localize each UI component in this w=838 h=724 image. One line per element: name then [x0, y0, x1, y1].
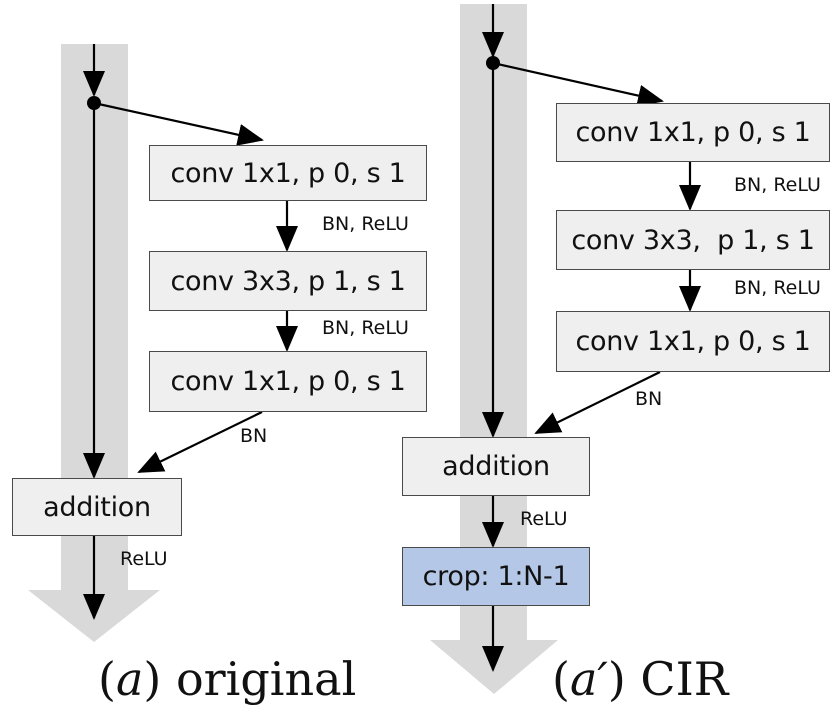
right-addition-box: addition: [402, 437, 590, 496]
left-addition-box: addition: [12, 478, 182, 536]
caption-original-variable: a: [115, 652, 144, 706]
caption-original: (a) original: [98, 652, 356, 706]
caption-cir-open: (: [552, 652, 570, 706]
right-conv3-to-addition-arrow: [534, 371, 661, 434]
caption-cir: (a′) CIR: [552, 652, 728, 706]
right-conv1-box: conv 1x1, p 0, s 1: [556, 103, 830, 162]
caption-cir-text: ) CIR: [607, 652, 729, 706]
left-conv3-box: conv 1x1, p 0, s 1: [149, 351, 427, 412]
right-label-bn-relu-1: BN, ReLU: [734, 174, 821, 196]
caption-original-text: ) original: [143, 652, 357, 706]
left-conv3-to-addition-arrow: [137, 411, 263, 473]
left-conv1-box: conv 1x1, p 0, s 1: [149, 145, 427, 201]
right-label-bn: BN: [635, 388, 663, 410]
left-label-relu: ReLU: [120, 548, 168, 570]
right-branch-arrow: [492, 61, 664, 107]
right-conv2-box: conv 3x3, p 1, s 1: [556, 210, 830, 270]
right-label-relu: ReLU: [520, 508, 568, 530]
left-label-bn: BN: [240, 425, 268, 447]
left-label-bn-relu-2: BN, ReLU: [322, 317, 409, 339]
caption-original-open: (: [98, 652, 116, 706]
right-conv3-box: conv 1x1, p 0, s 1: [556, 311, 830, 372]
caption-cir-variable: a′: [569, 652, 608, 706]
left-branch-arrow: [93, 101, 264, 146]
left-conv2-box: conv 3x3, p 1, s 1: [149, 251, 427, 311]
right-crop-box: crop: 1:N-1: [402, 547, 590, 606]
left-label-bn-relu-1: BN, ReLU: [322, 213, 409, 235]
right-label-bn-relu-2: BN, ReLU: [734, 277, 821, 299]
